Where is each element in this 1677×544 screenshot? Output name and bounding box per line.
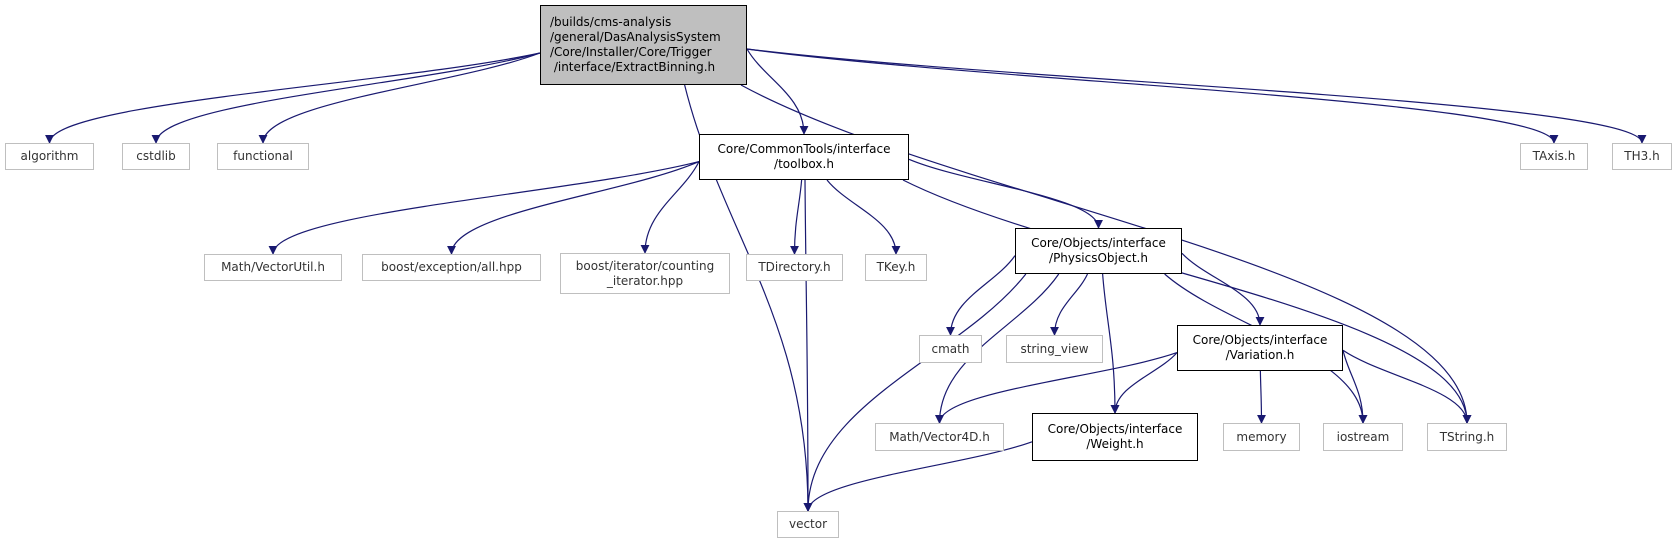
edge-root-to-toolbox (746, 48, 809, 135)
node-algorithm: algorithm (5, 143, 94, 170)
edge-root-to-cstdlib (151, 52, 541, 144)
edge-physics-to-string_view (1050, 273, 1089, 336)
node-cstdlib: cstdlib (122, 143, 190, 170)
node-tdirectory: TDirectory.h (746, 254, 843, 281)
edge-root-to-taxis (746, 48, 1559, 144)
edge-root-to-functional (258, 52, 541, 144)
node-root-extractbinning: /builds/cms-analysis /general/DasAnalysi… (540, 5, 747, 85)
edge-variation-to-vector4d (935, 352, 1178, 424)
edge-toolbox-to-vectorutil (268, 161, 700, 255)
edge-toolbox-to-tstring (902, 179, 1472, 424)
node-boost-exception: boost/exception/all.hpp (362, 254, 541, 281)
node-boost-counting-iterator: boost/iterator/counting _iterator.hpp (560, 253, 730, 294)
node-cmath: cmath (919, 335, 982, 363)
edge-physics-to-variation (1181, 252, 1265, 326)
edge-toolbox-to-tdirectory (790, 179, 803, 255)
node-functional: functional (217, 143, 309, 170)
node-physicsobject[interactable]: Core/Objects/interface /PhysicsObject.h (1015, 228, 1182, 274)
node-vectorutil: Math/VectorUtil.h (204, 254, 342, 281)
edge-root-to-th3 (746, 48, 1647, 144)
edge-variation-to-weight (1110, 352, 1178, 414)
edge-root-to-tstring (740, 84, 1472, 424)
edge-weight-to-vector (803, 441, 1033, 512)
node-weight[interactable]: Core/Objects/interface /Weight.h (1032, 413, 1198, 461)
edge-root-to-algorithm (45, 52, 541, 144)
node-taxis: TAxis.h (1520, 143, 1588, 170)
edge-toolbox-to-physics (908, 158, 1103, 229)
node-memory: memory (1223, 423, 1300, 451)
edge-variation-to-iostream (1342, 350, 1368, 424)
edge-toolbox-to-exception (447, 161, 700, 255)
edge-variation-to-memory (1256, 370, 1266, 424)
node-variation[interactable]: Core/Objects/interface /Variation.h (1177, 325, 1343, 371)
edge-toolbox-to-counting (640, 161, 700, 254)
node-iostream: iostream (1323, 423, 1403, 451)
edge-toolbox-to-tkey (826, 179, 901, 255)
node-tkey: TKey.h (865, 254, 927, 281)
node-string-view: string_view (1006, 335, 1103, 363)
node-vector4d: Math/Vector4D.h (875, 423, 1004, 451)
edge-physics-to-vector4d (935, 273, 1060, 424)
edge-variation-to-tstring (1342, 349, 1472, 424)
node-toolbox[interactable]: Core/CommonTools/interface /toolbox.h (699, 134, 909, 180)
edge-physics-to-weight (1102, 273, 1120, 414)
node-th3: TH3.h (1612, 143, 1672, 170)
edge-physics-to-vector (803, 273, 1027, 512)
node-tstring: TString.h (1427, 423, 1507, 451)
node-vector: vector (777, 511, 839, 538)
edge-physics-to-cmath (946, 255, 1016, 336)
edge-toolbox-to-vector (803, 179, 813, 512)
